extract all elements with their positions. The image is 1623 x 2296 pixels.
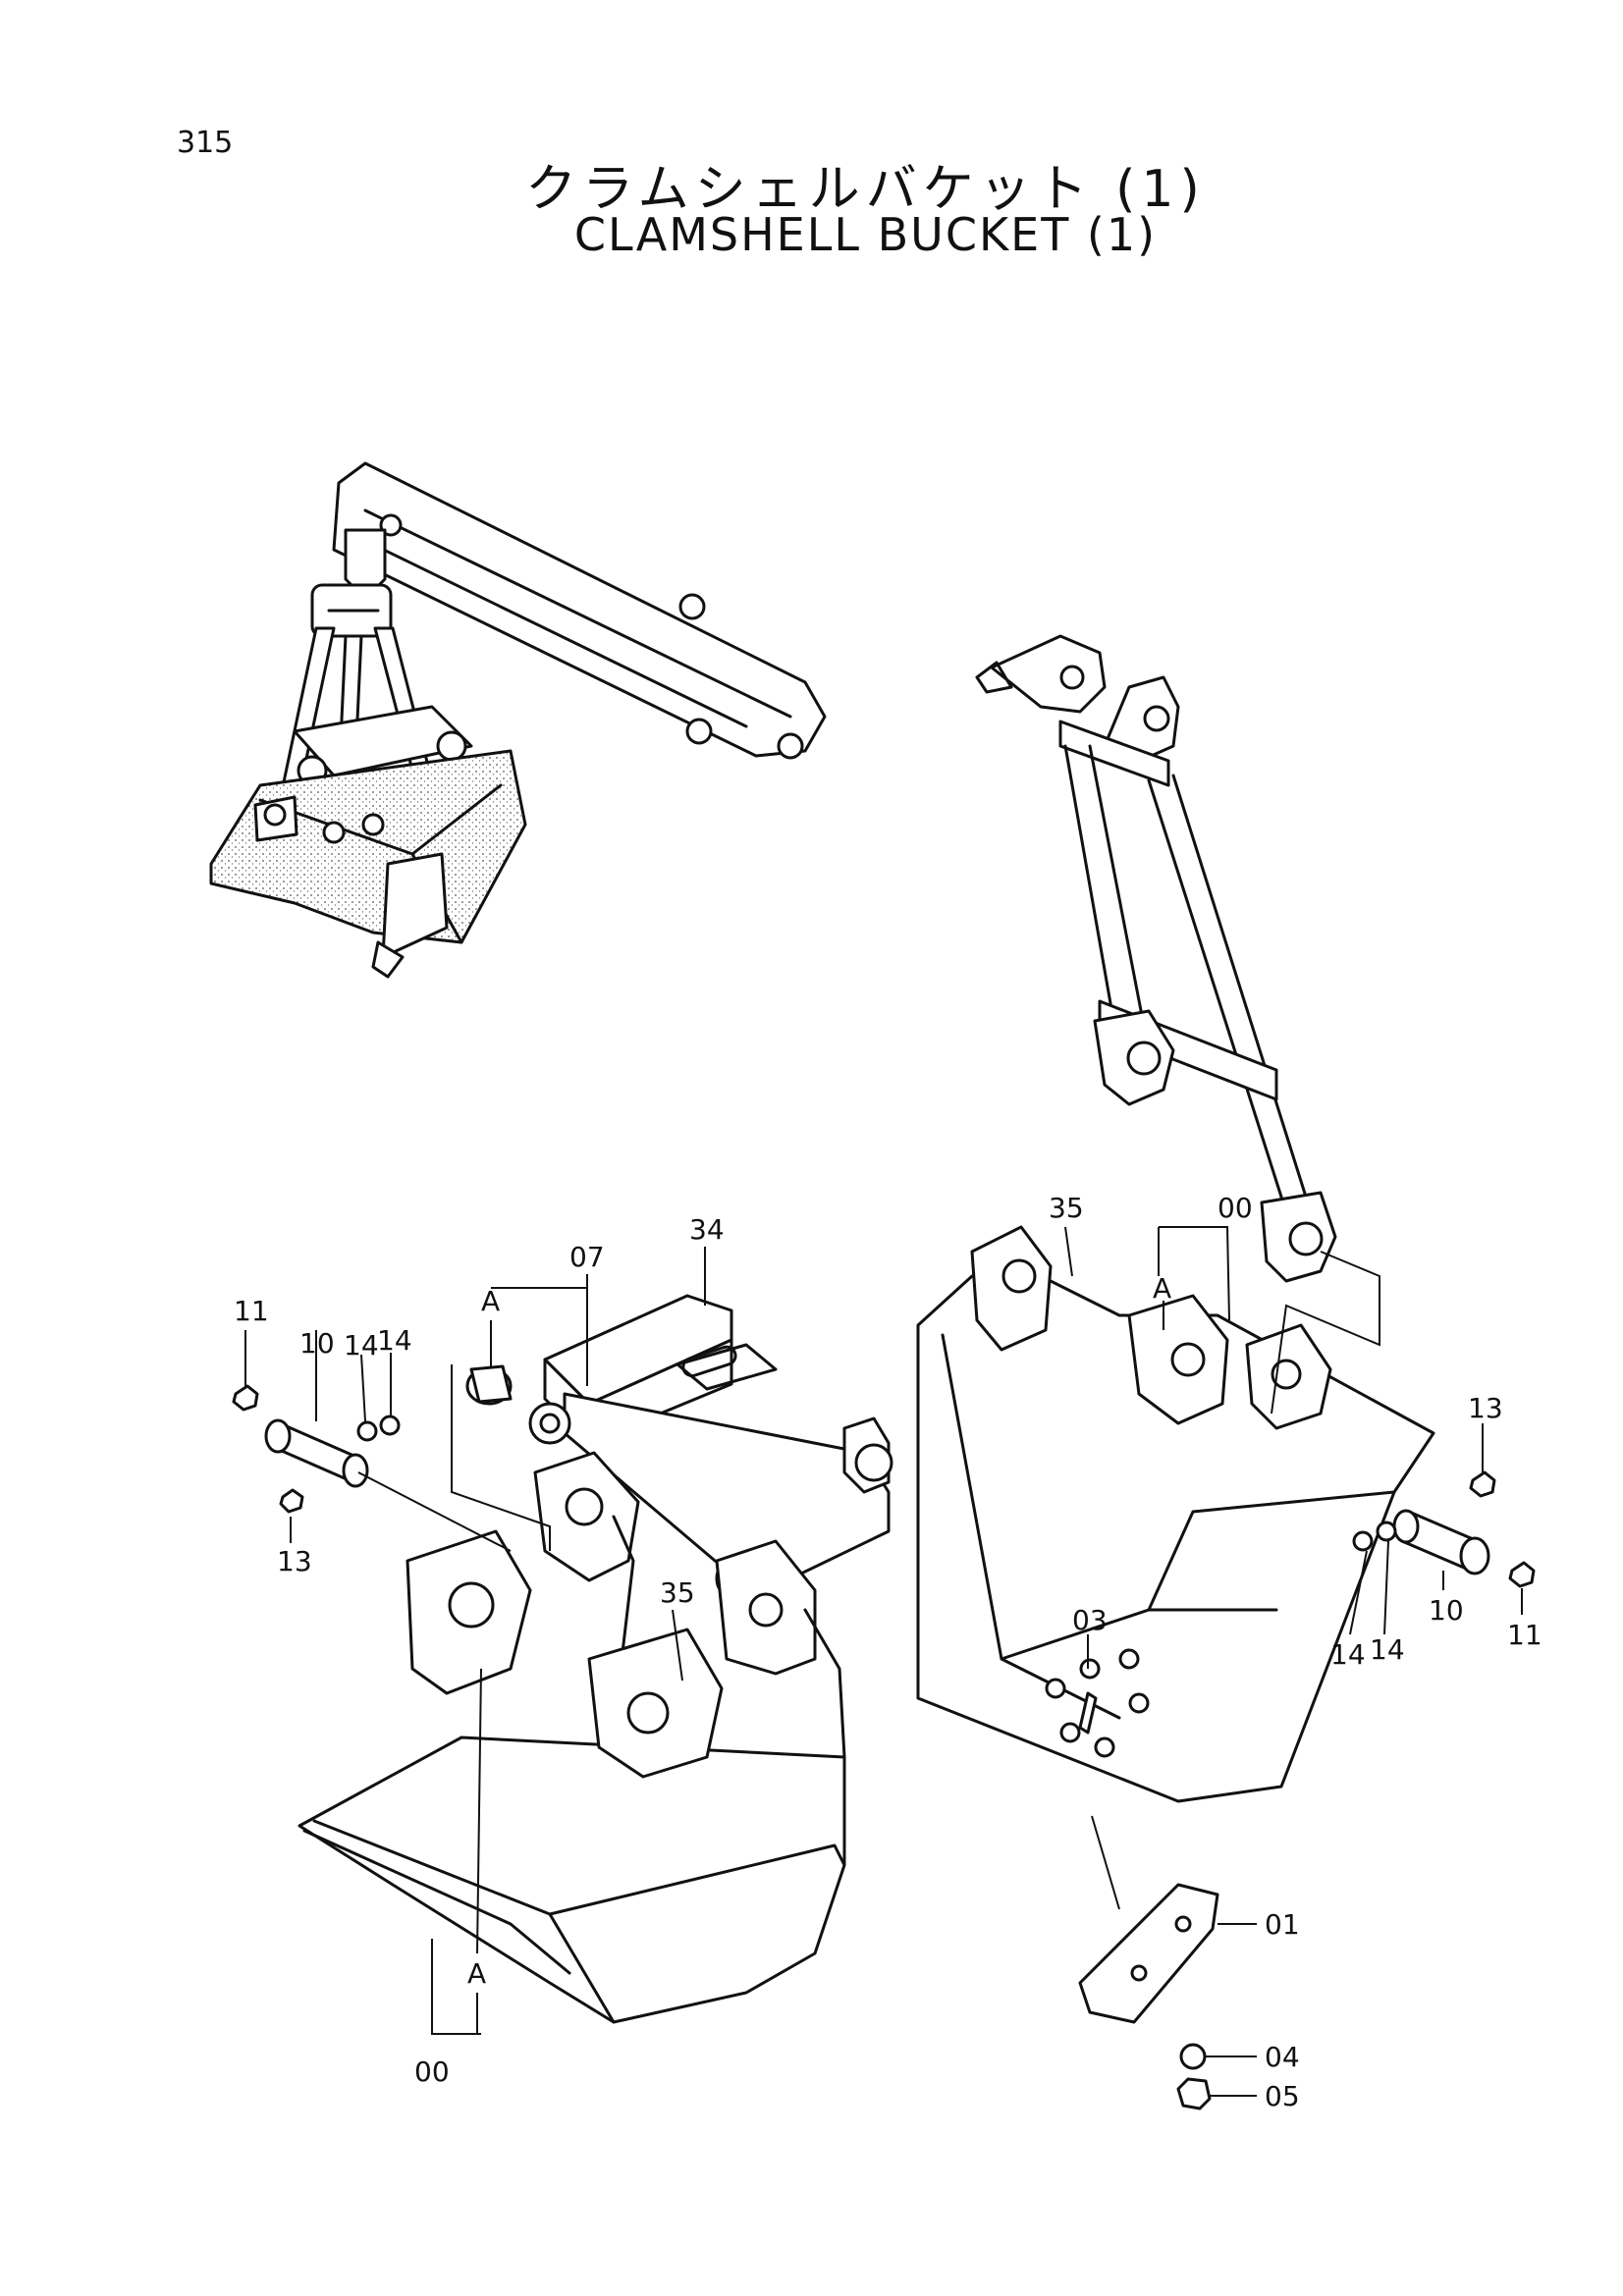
title-english: CLAMSHELL BUCKET (1) (573, 208, 1158, 261)
fasteners-illustration (232, 1384, 1536, 1588)
title-japanese: クラムシェルバケット (1) (525, 160, 1206, 219)
callout-labels: 11 10 14 14 13 A 07 34 35 A 00 35 00 A 1… (234, 1192, 1542, 2112)
callout-05: 05 (1265, 2080, 1300, 2112)
callout-14-right-a: 14 (1330, 1638, 1366, 1671)
callout-35-left: 35 (660, 1576, 695, 1609)
callout-13-left: 13 (277, 1545, 312, 1577)
callout-A-left-bucket: A (467, 1957, 486, 1990)
callout-10-right: 10 (1429, 1594, 1464, 1627)
callout-14-left-a: 14 (344, 1329, 379, 1362)
page-number: 315 (177, 126, 234, 160)
callout-35-right: 35 (1049, 1192, 1084, 1224)
callout-34: 34 (689, 1213, 725, 1246)
callout-A-right: A (1153, 1272, 1171, 1305)
callout-07: 07 (569, 1241, 605, 1273)
callout-14-left-b: 14 (377, 1324, 412, 1357)
callout-04: 04 (1265, 2041, 1300, 2073)
hinge-bracket-illustration (465, 1294, 893, 1602)
callout-00-right: 00 (1217, 1192, 1253, 1224)
callout-03: 03 (1072, 1604, 1108, 1636)
bucket-shell-left-illustration (298, 1451, 846, 2024)
hanger-frame-illustration (975, 634, 1337, 1283)
callout-11-right: 11 (1507, 1619, 1542, 1651)
leader-lines (244, 1226, 1523, 2097)
callout-14-right-b: 14 (1370, 1633, 1405, 1666)
callout-10-left: 10 (299, 1327, 335, 1360)
callout-11-left: 11 (234, 1295, 269, 1327)
callout-00-left: 00 (414, 2056, 450, 2088)
callout-A-07: A (481, 1285, 500, 1317)
overview-arm-illustration (209, 461, 827, 979)
bucket-shell-right-illustration (916, 1225, 1435, 2110)
callout-01: 01 (1265, 1908, 1300, 1941)
callout-13-right: 13 (1468, 1392, 1503, 1424)
